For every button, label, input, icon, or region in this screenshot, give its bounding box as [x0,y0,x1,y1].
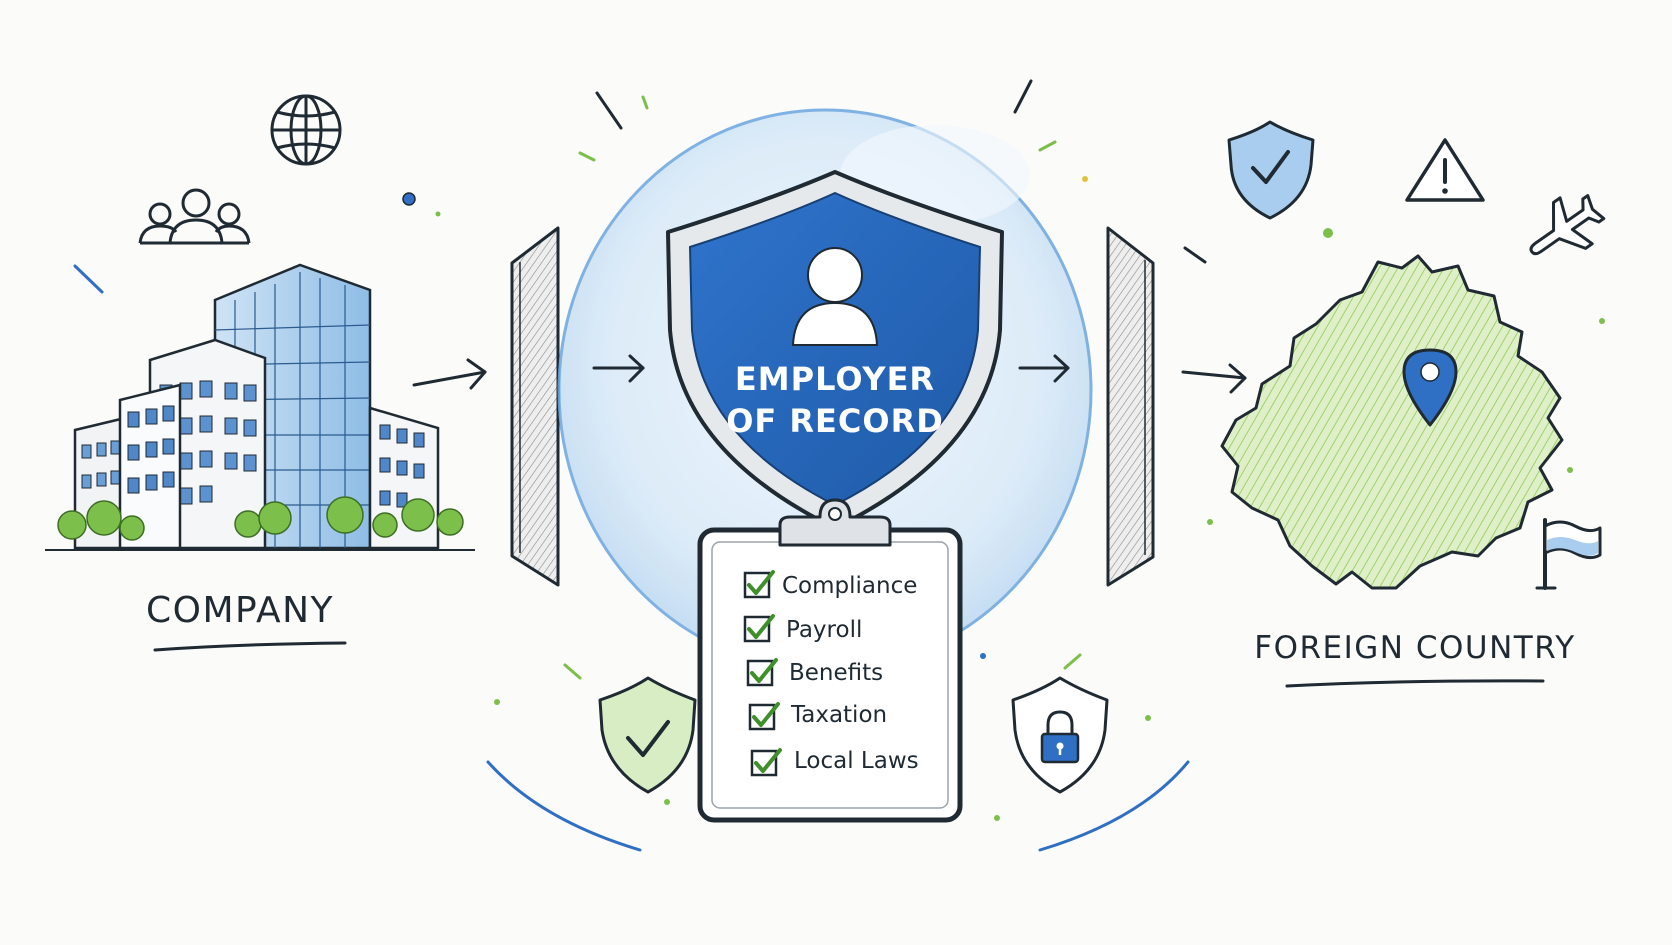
company-underline [153,641,347,652]
decor-dash [73,264,104,294]
eor-title-line2: OF RECORD [726,402,944,440]
location-pin-icon [1402,348,1458,427]
arrow-right-icon [1181,363,1247,394]
gate-panel-icon [1106,226,1155,587]
shield-check-icon [1227,120,1315,220]
arrow-right-icon [592,354,645,383]
checklist-item: Benefits [746,658,883,687]
checklist-item: Payroll [743,614,862,643]
company-label: COMPANY [146,590,334,631]
checklist: Compliance Payroll Benefits Taxation Loc… [743,570,919,777]
decor-marks [578,79,1207,264]
people-icon [138,188,251,245]
eor-title-line1: EMPLOYER [735,360,935,398]
decor-dot [402,192,441,217]
person-icon [791,247,879,346]
checklist-item: Local Laws [750,748,919,777]
foreign-country-label: FOREIGN COUNTRY [1254,630,1575,666]
building-icon [45,263,475,551]
decor-dot [1207,228,1605,525]
globe-icon [270,94,342,166]
airplane-icon [1529,194,1606,256]
checklist-item: Taxation [748,702,887,731]
clipboard-icon [697,498,963,823]
checklist-label: Compliance [782,573,917,599]
gate-panel-icon [510,226,560,587]
lock-shield-icon [1011,676,1109,794]
arrow-right-icon [1018,354,1070,383]
warning-icon [1405,138,1485,202]
foreign-country-underline [1285,679,1545,688]
checklist-item: Compliance [743,570,917,599]
flag-icon [1535,518,1602,590]
checklist-label: Benefits [789,660,883,686]
checklist-label: Local Laws [794,748,919,774]
arrow-right-icon [412,358,487,390]
checklist-label: Taxation [790,702,887,728]
shield-icon [666,170,1004,530]
country-map [1220,254,1564,590]
shield-check-icon [598,676,697,794]
decor-marks [486,653,1190,852]
checklist-label: Payroll [786,617,862,643]
